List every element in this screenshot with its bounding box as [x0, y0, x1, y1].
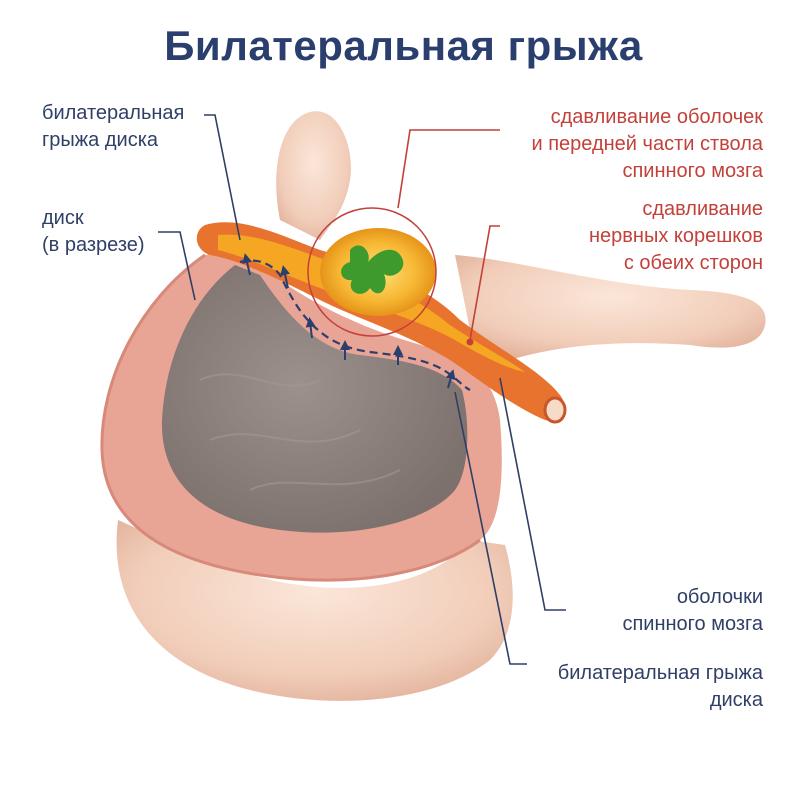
label-line: диск: [42, 207, 84, 229]
focus-circle: [307, 207, 437, 337]
label-herniation-left: билатеральная грыжа диска: [42, 100, 184, 154]
label-line: сдавливание оболочек: [550, 106, 763, 128]
label-line: грыжа диска: [42, 129, 159, 151]
label-disc-section: диск (в разрезе): [42, 205, 145, 259]
label-spinal-cord-compression: сдавливание оболочек и передней части ст…: [531, 104, 763, 185]
label-line: с обеих сторон: [623, 252, 763, 274]
label-line: спинного мозга: [622, 613, 763, 635]
label-line: и передней части ствола: [531, 133, 763, 155]
leader-meninges: [499, 377, 566, 611]
label-line: билатеральная: [42, 102, 185, 124]
leader-cord-compression: [397, 129, 500, 209]
label-line: билатеральная грыжа: [557, 662, 763, 684]
transverse-process: [455, 255, 766, 360]
leader-root-compression: [469, 225, 500, 341]
leader-herniation-left: [204, 114, 241, 241]
leader-herniation-right: [454, 391, 527, 665]
label-line: оболочки: [676, 586, 763, 608]
spinous-process: [276, 111, 351, 240]
label-line: диска: [709, 689, 763, 711]
label-line: спинного мозга: [622, 160, 763, 182]
leader-disc: [158, 231, 196, 301]
label-line: нервных корешков: [588, 225, 763, 247]
page-title: Билатеральная грыжа: [164, 22, 643, 69]
label-nerve-root-compression: сдавливание нервных корешков с обеих сто…: [589, 196, 763, 277]
label-meninges: оболочки спинного мозга: [622, 584, 763, 638]
label-herniation-right: билатеральная грыжа диска: [558, 660, 763, 714]
cord-grey-matter: [341, 245, 404, 294]
disc-nucleus: [161, 265, 468, 533]
label-line: (в разрезе): [42, 234, 145, 256]
label-line: сдавливание: [642, 198, 763, 220]
